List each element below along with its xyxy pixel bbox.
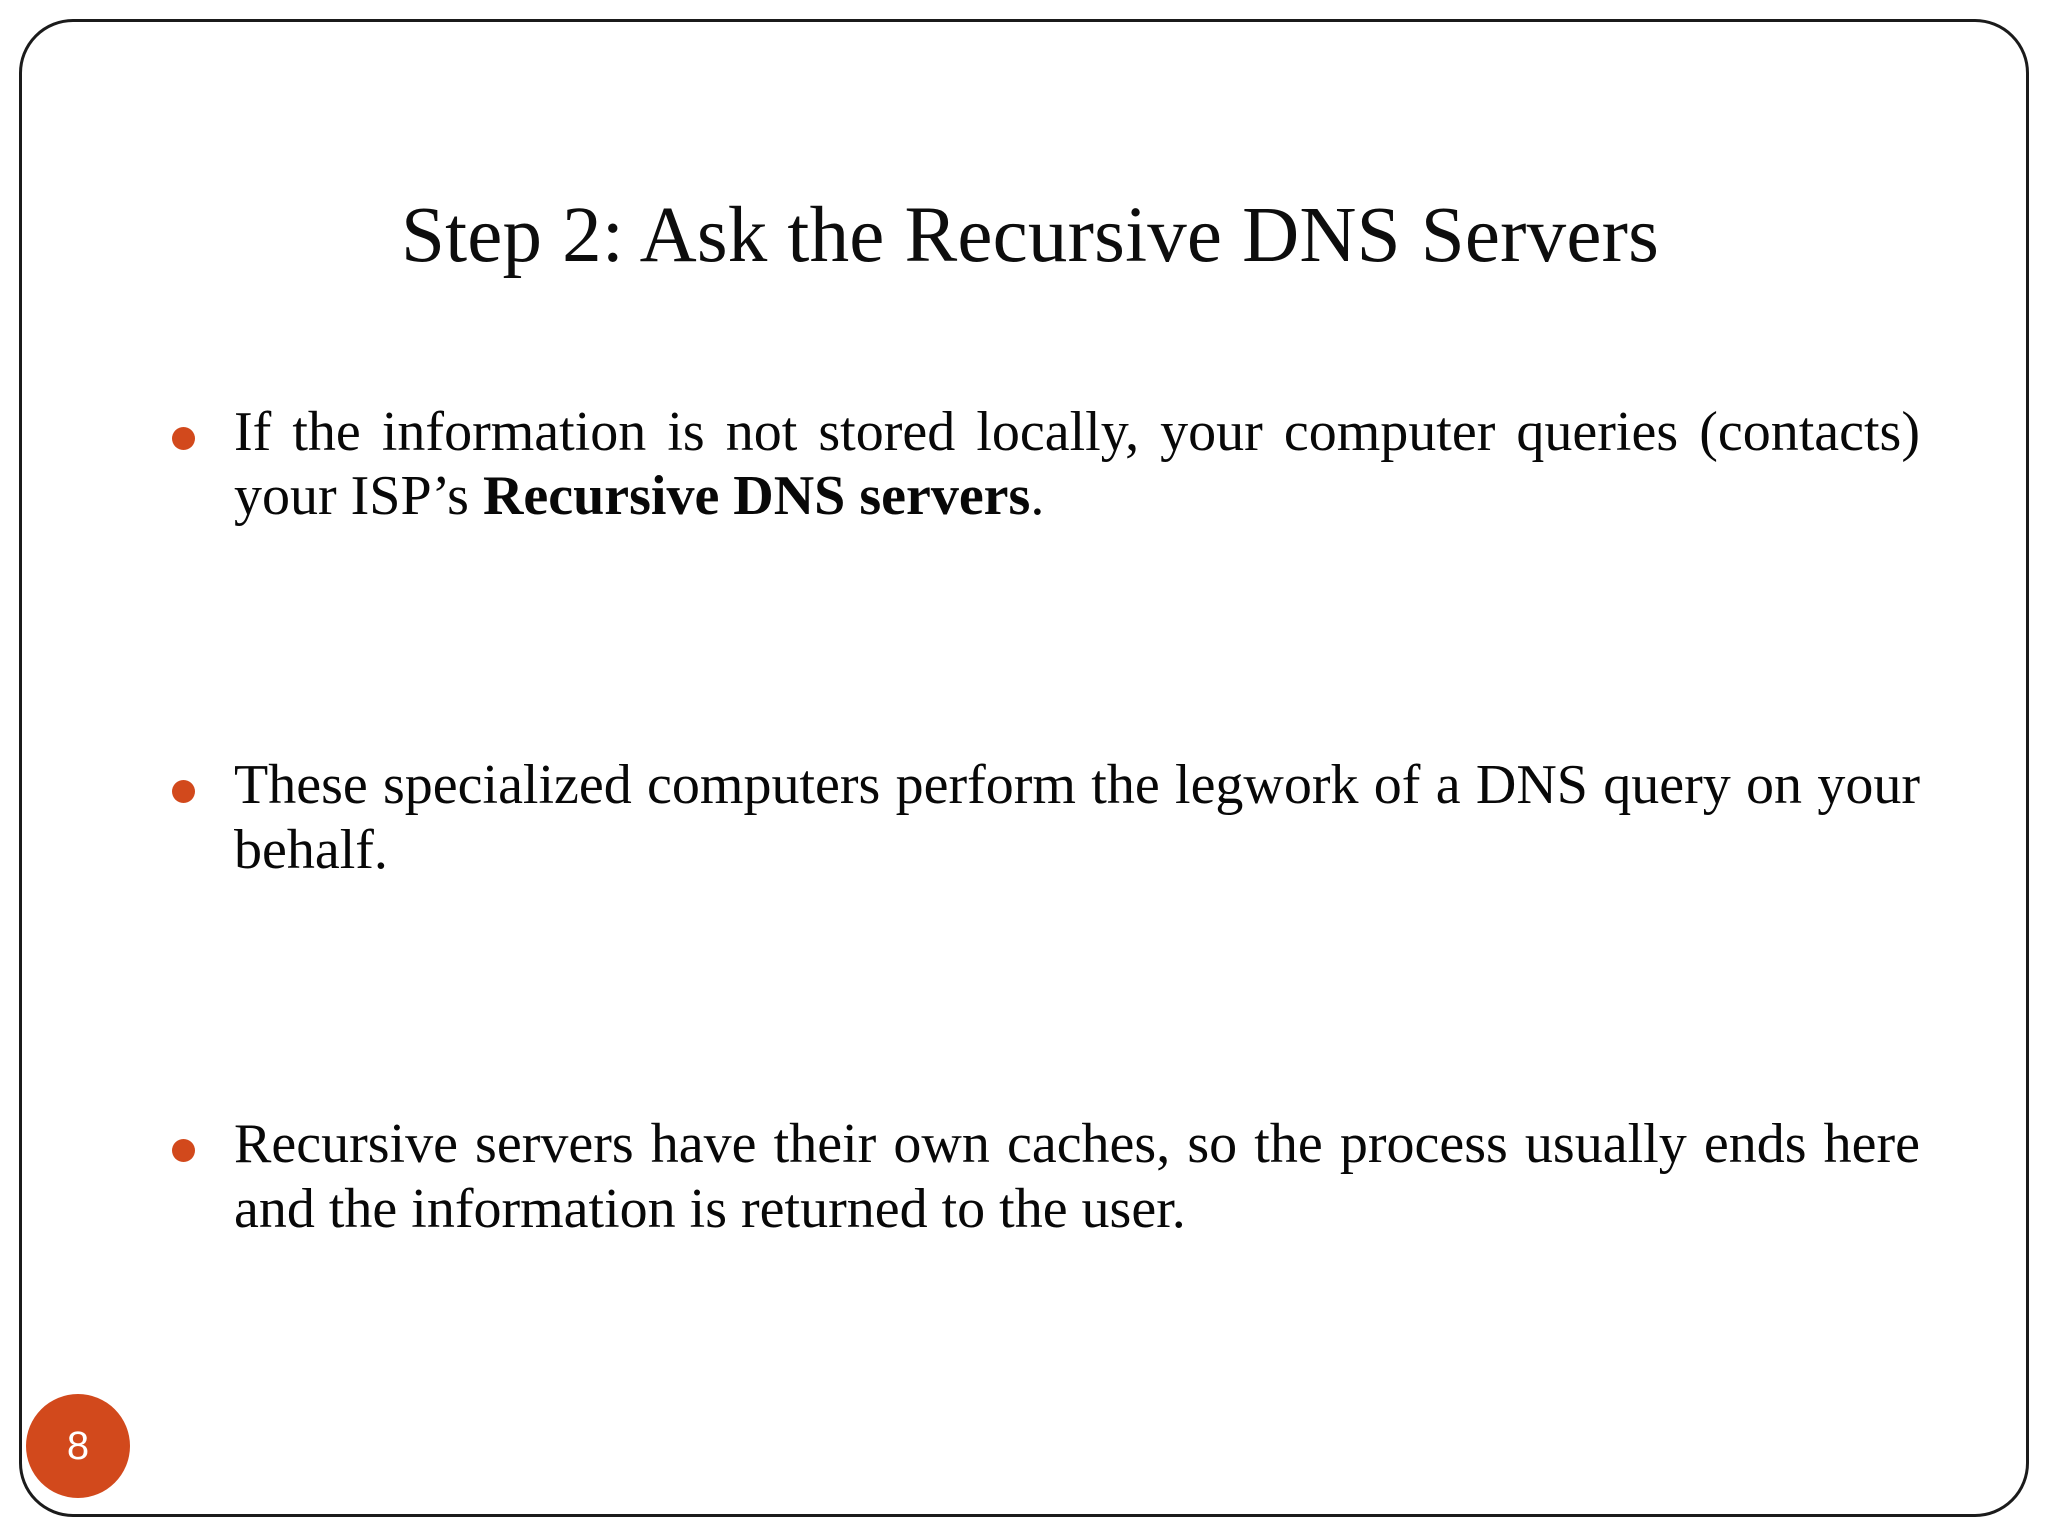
slide-body: If the information is not stored locally… bbox=[150, 400, 1920, 1306]
list-item-lead: These specialized computers perform the … bbox=[234, 754, 1920, 881]
list-item-lead: If the information is not stored locally… bbox=[234, 401, 1920, 528]
bullet-dot-icon bbox=[172, 1139, 195, 1163]
page-title: Step 2: Ask the Recursive DNS Servers bbox=[400, 191, 1660, 279]
list-item-emphasis: Recursive DNS servers bbox=[482, 465, 1031, 528]
bullet-spacer bbox=[150, 593, 1920, 753]
bullet-spacer bbox=[150, 946, 1920, 1112]
slide-number-badge: 8 bbox=[26, 1394, 130, 1498]
bullet-dot-icon bbox=[172, 780, 195, 804]
list-item-lead: Recursive servers have their own caches,… bbox=[234, 1113, 1920, 1240]
list-item-trail: . bbox=[1030, 465, 1045, 528]
slide-number-label: 8 bbox=[66, 1424, 90, 1468]
list-item: If the information is not stored locally… bbox=[150, 400, 1920, 593]
bullet-dot-icon bbox=[172, 427, 195, 450]
list-item-text: If the information is not stored locally… bbox=[234, 400, 1920, 529]
list-item-text: Recursive servers have their own caches,… bbox=[234, 1112, 1920, 1241]
list-item: Recursive servers have their own caches,… bbox=[150, 1112, 1920, 1305]
list-item: These specialized computers perform the … bbox=[150, 753, 1920, 946]
list-item-text: These specialized computers perform the … bbox=[234, 753, 1920, 882]
